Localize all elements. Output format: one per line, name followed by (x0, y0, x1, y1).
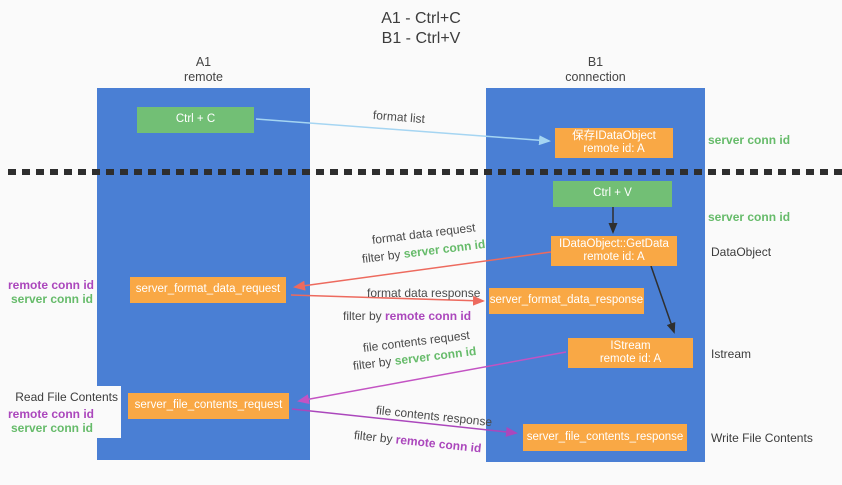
node-server-format-data-response: server_format_data_response (489, 288, 644, 314)
side-label-server-conn-id-1: server conn id (708, 133, 791, 147)
node-format-request-label: server_format_data_request (135, 283, 281, 296)
node-getdata-line1: IDataObject::GetData (559, 237, 669, 250)
side-label-write-file-contents: Write File Contents (711, 431, 813, 445)
side-label-mid-server-conn-id: server conn id (10, 292, 93, 306)
node-save-idataobject: 保存IDataObject remote id: A (555, 128, 673, 158)
node-format-response-label: server_format_data_response (489, 294, 644, 307)
label-backdrop (0, 386, 121, 438)
side-label-dataobject: DataObject (711, 245, 772, 259)
arrow-label-filter-by-remote-1: filter by remote conn id (343, 309, 471, 323)
node-istream: IStream remote id: A (568, 338, 693, 368)
side-label-server-conn-id-2: server conn id (708, 210, 791, 224)
filter-by-text: filter by (353, 428, 397, 447)
node-server-file-contents-request: server_file_contents_request (128, 393, 289, 419)
node-ctrl-c: Ctrl + C (137, 107, 254, 133)
arrow-label-file-contents-response: file contents response (375, 403, 493, 430)
column-b1-name: B1 (587, 55, 604, 69)
side-label-read-file-contents: Read File Contents (15, 390, 118, 404)
node-file-request-label: server_file_contents_request (134, 399, 283, 412)
filter-by-text: filter by (343, 309, 386, 323)
column-header-a1: A1 remote (97, 55, 310, 85)
node-ctrl-v-label: Ctrl + V (593, 187, 632, 200)
filter-by-text: filter by (352, 353, 396, 373)
node-server-file-contents-response: server_file_contents_response (523, 424, 687, 451)
arrow-label-format-data-response: format data response (367, 286, 481, 300)
side-label-mid-remote-conn-id: remote conn id (8, 278, 95, 292)
node-ctrl-v: Ctrl + V (553, 181, 672, 207)
side-label-bottom-remote-conn-id: remote conn id (8, 407, 95, 421)
arrow-label-filter-by-remote-2: filter by remote conn id (353, 428, 482, 455)
column-header-b1: B1 connection (486, 55, 705, 85)
node-server-format-data-request: server_format_data_request (130, 277, 286, 303)
node-file-response-label: server_file_contents_response (526, 430, 684, 443)
column-b1-subtitle: connection (565, 70, 626, 84)
filter-remote-conn-id: remote conn id (395, 432, 483, 456)
side-labels-bottom-left: remote conn id server conn id (8, 407, 95, 435)
node-istream-line1: IStream (610, 339, 651, 352)
column-a1-subtitle: remote (184, 70, 223, 84)
node-ctrl-c-label: Ctrl + C (175, 113, 216, 126)
node-save-line1: 保存IDataObject (572, 129, 656, 142)
side-label-bottom-server-conn-id: server conn id (10, 421, 93, 435)
arrow-label-format-list: format list (372, 108, 426, 127)
filter-by-text: filter by (361, 246, 405, 266)
dotted-divider-line (8, 169, 842, 175)
title-line-a1: A1 - Ctrl+C (381, 10, 461, 27)
node-idataobject-getdata: IDataObject::GetData remote id: A (551, 236, 677, 266)
side-labels-mid-left: remote conn id server conn id (8, 278, 95, 306)
column-a1-name: A1 (195, 55, 212, 69)
node-getdata-line2: remote id: A (583, 251, 645, 263)
side-label-istream: Istream (711, 347, 752, 361)
node-istream-line2: remote id: A (599, 353, 662, 365)
filter-remote-conn-id: remote conn id (385, 309, 472, 323)
node-save-line2: remote id: A (583, 143, 645, 155)
diagram-title: A1 - Ctrl+C B1 - Ctrl+V (321, 9, 521, 49)
title-line-b1: B1 - Ctrl+V (381, 30, 461, 47)
